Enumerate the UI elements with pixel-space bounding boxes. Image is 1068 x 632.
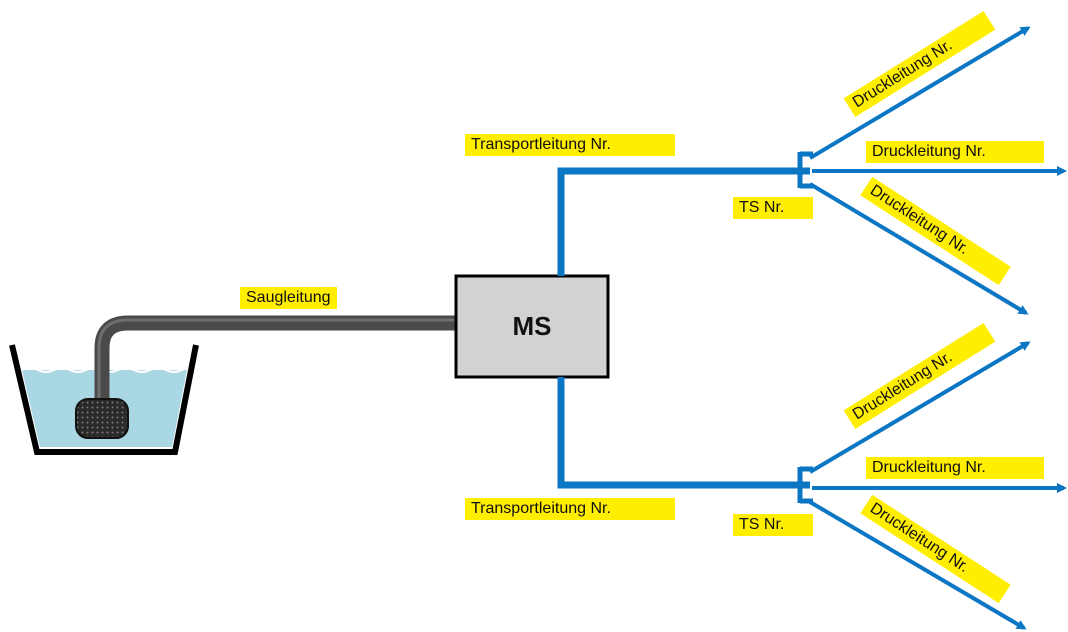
transport-line-bottom-label: Transportleitung Nr. <box>465 498 675 520</box>
pressure-line-top-1 <box>808 26 1031 160</box>
distributor-top-label: TS Nr. <box>733 197 813 219</box>
pump-box <box>454 274 610 379</box>
transport-line-top <box>557 167 810 276</box>
basin-walls <box>9 344 199 455</box>
suction-strainer <box>75 398 129 439</box>
pressure-line-bottom-1 <box>808 341 1031 474</box>
pressure-line-bottom-3 <box>808 500 1027 630</box>
suction-line-label: Saugleitung <box>240 287 337 309</box>
pressure-line-top-3 <box>808 182 1029 315</box>
transport-line-top-label: Transportleitung Nr. <box>465 134 675 156</box>
suction-hose <box>94 315 458 400</box>
transport-line-bottom <box>557 377 810 489</box>
distributor-bottom-label: TS Nr. <box>733 514 813 536</box>
suction-hose-highlight <box>97 318 458 400</box>
pressure-line-bottom-2-label: Druckleitung Nr. <box>866 457 1044 479</box>
water-surface <box>21 367 194 373</box>
pressure-line-top-2-label: Druckleitung Nr. <box>866 141 1044 163</box>
